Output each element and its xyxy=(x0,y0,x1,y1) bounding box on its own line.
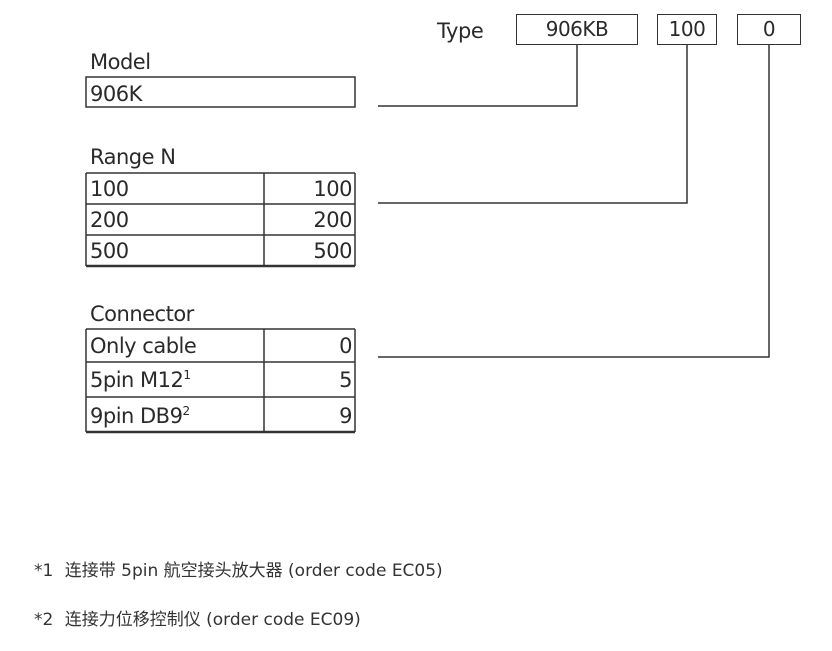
connector-label-text: 9pin DB9 xyxy=(90,404,183,428)
type-label: Type xyxy=(437,19,484,43)
connector-row-code: 9 xyxy=(339,404,352,428)
range-title: Range N xyxy=(90,145,176,169)
footnote-text: 连接力位移控制仪 (order code EC09) xyxy=(64,610,361,630)
leader-line-model xyxy=(378,45,578,107)
connector-title: Connector xyxy=(90,302,194,326)
connector-row-code: 0 xyxy=(339,334,352,358)
range-row-code: 100 xyxy=(313,177,352,201)
footnote-mark: *1 xyxy=(34,561,54,581)
connector-row-code: 5 xyxy=(339,368,352,392)
range-row-code: 500 xyxy=(313,239,352,263)
range-row-code: 200 xyxy=(313,208,352,232)
leader-line-connector xyxy=(378,45,770,358)
connector-row-label: 5pin M121 xyxy=(90,368,191,392)
footnote-ref: 2 xyxy=(182,404,190,418)
type-code-connector: 0 xyxy=(737,14,801,45)
type-code-model: 906KB xyxy=(516,14,638,45)
type-code-range: 100 xyxy=(657,14,717,45)
connector-label-text: 5pin M12 xyxy=(90,368,184,392)
footnote-ref: 1 xyxy=(183,368,191,382)
connector-label-text: Only cable xyxy=(90,334,197,358)
footnote: *2 连接力位移控制仪 (order code EC09) xyxy=(34,610,361,630)
leader-line-range xyxy=(378,45,688,204)
range-row-label: 200 xyxy=(90,208,129,232)
connector-row-label: 9pin DB92 xyxy=(90,404,190,428)
model-value: 906K xyxy=(90,82,142,106)
range-row-label: 100 xyxy=(90,177,129,201)
footnote-mark: *2 xyxy=(34,610,54,630)
range-row-label: 500 xyxy=(90,239,129,263)
footnote: *1 连接带 5pin 航空接头放大器 (order code EC05) xyxy=(34,561,443,581)
connector-row-label: Only cable xyxy=(90,334,197,358)
model-title: Model xyxy=(90,50,151,74)
footnote-text: 连接带 5pin 航空接头放大器 (order code EC05) xyxy=(64,561,443,581)
